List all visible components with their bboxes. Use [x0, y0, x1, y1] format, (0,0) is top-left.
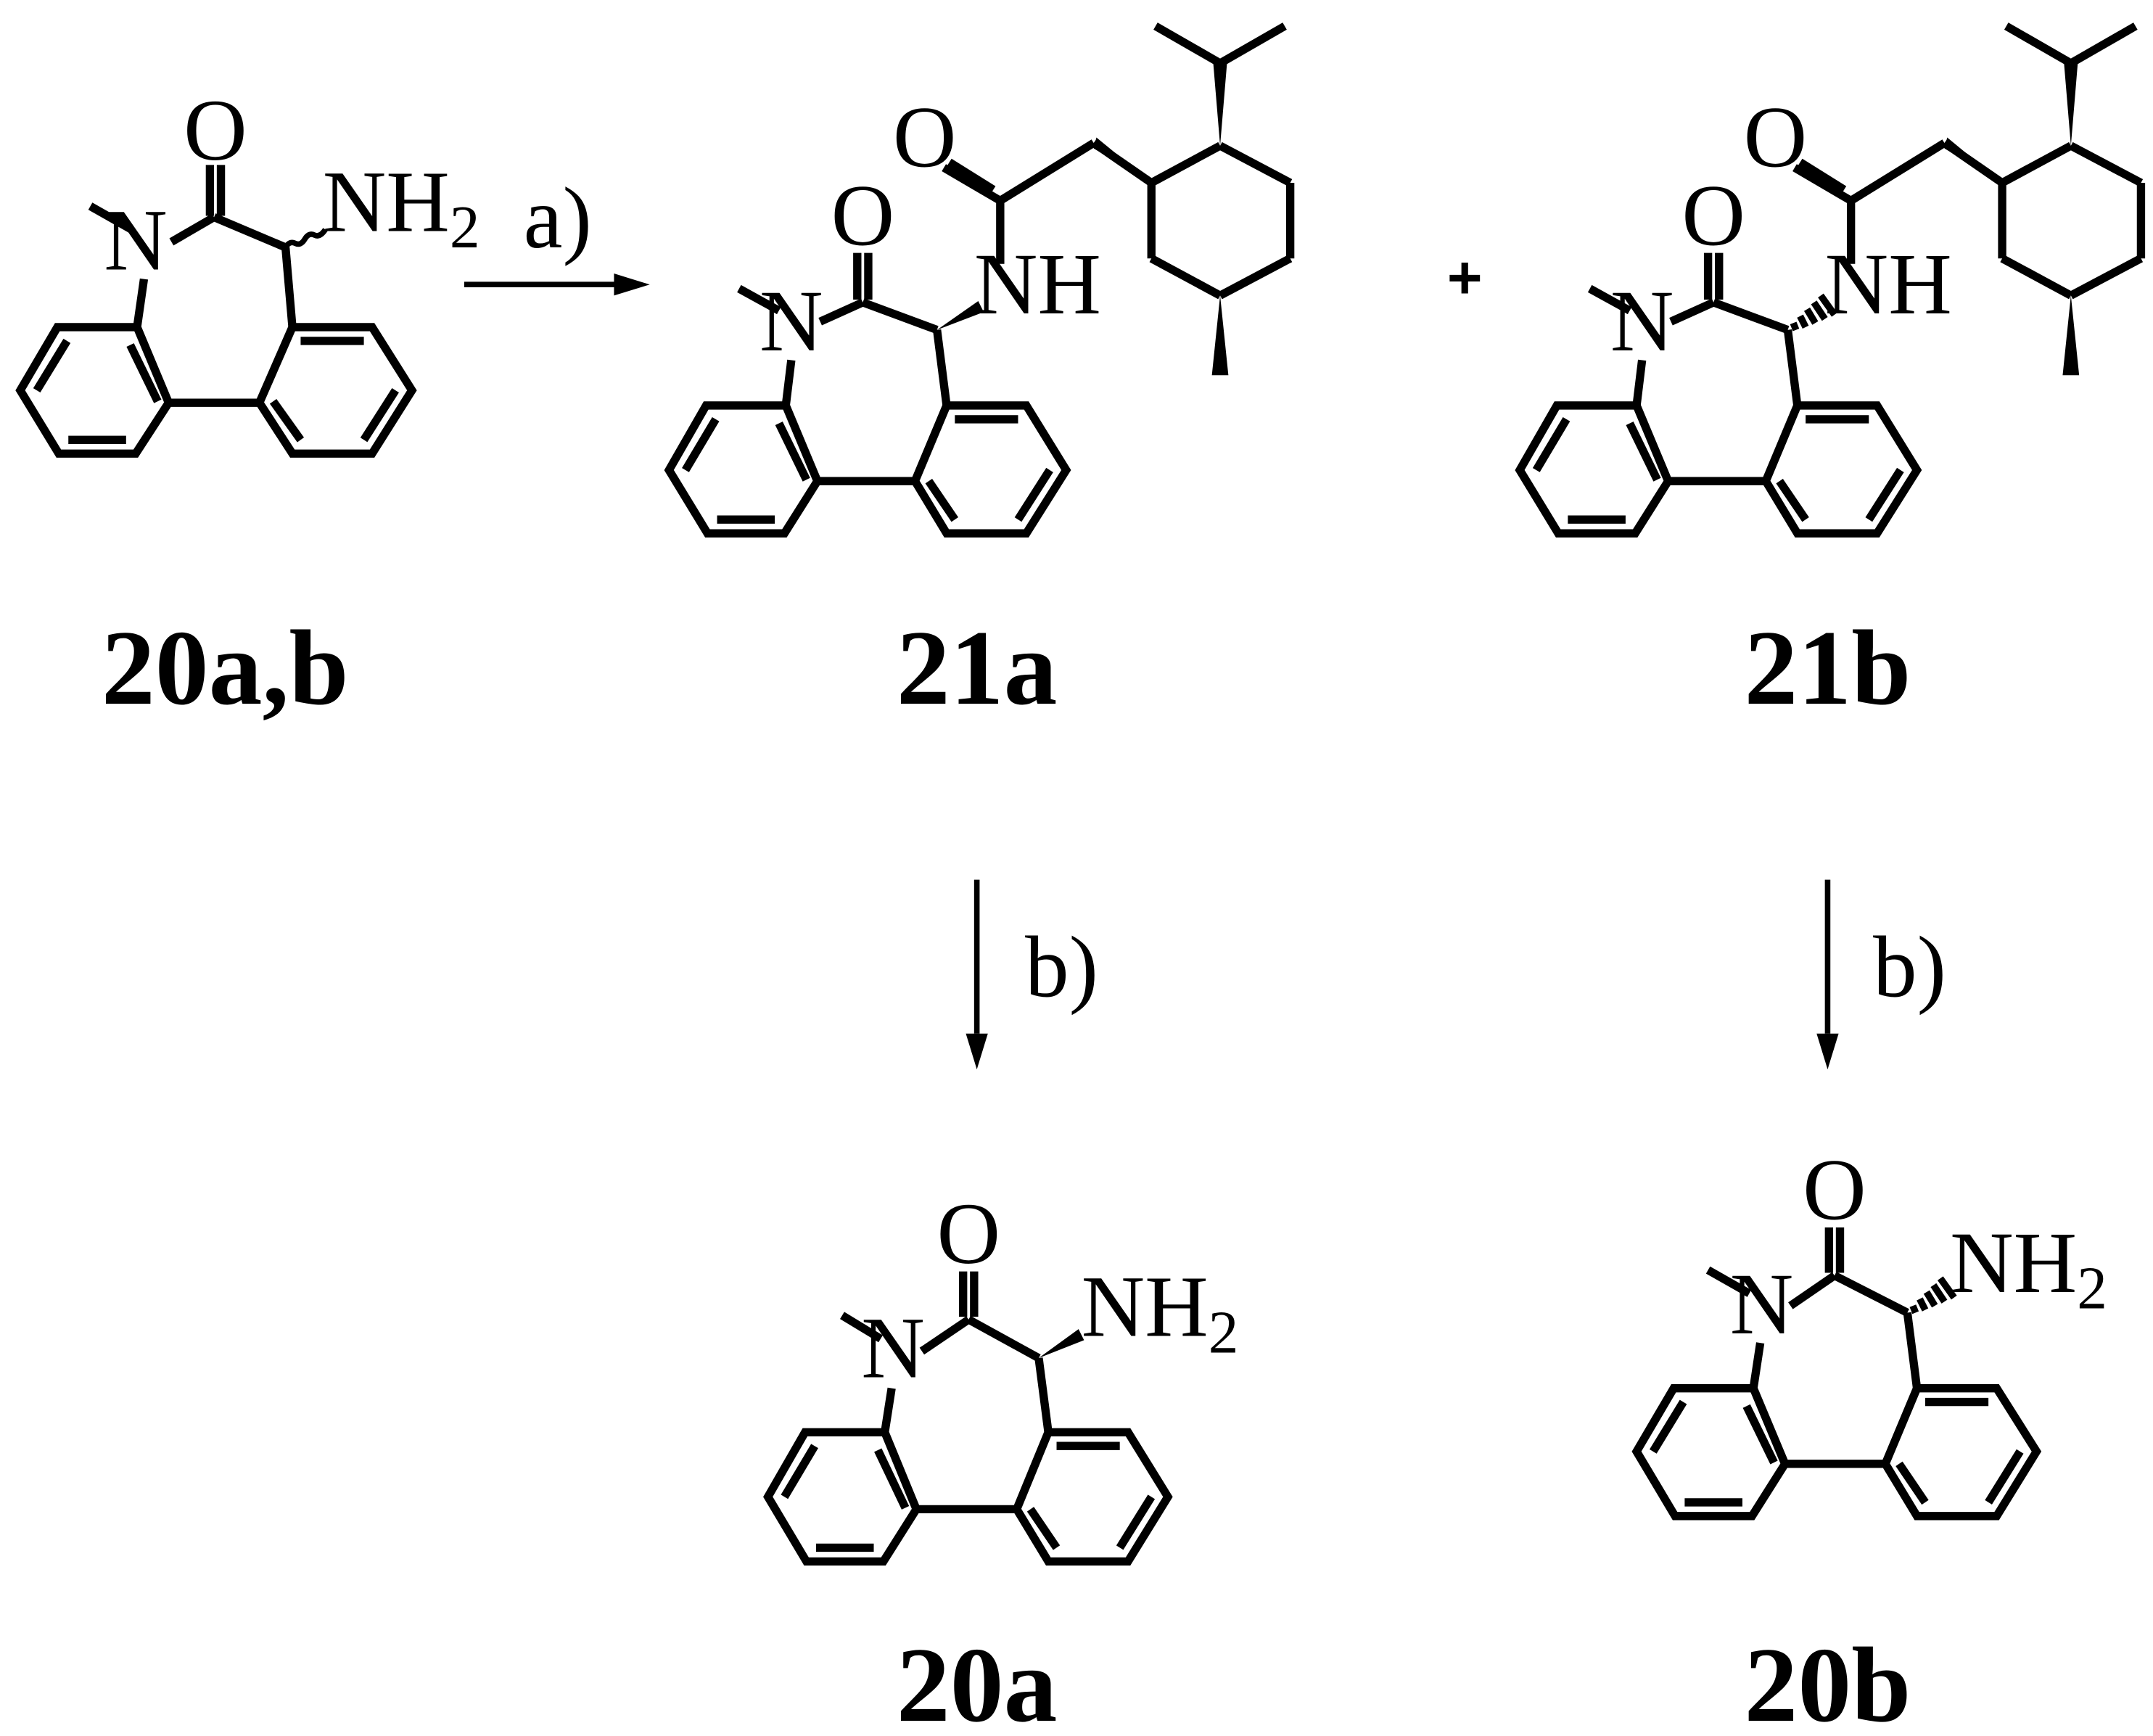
reaction-arrow-a: a)	[464, 170, 650, 296]
condition-b-label: b)	[1025, 919, 1098, 1016]
condition-b-label: b)	[1873, 919, 1946, 1016]
oxygen-label: O	[893, 89, 957, 186]
amine-label: NH2	[1082, 1259, 1239, 1367]
oxygen-label: O	[1744, 89, 1808, 186]
nitrogen-label: N	[1610, 273, 1674, 370]
compound-label-20a: 20a	[897, 1625, 1058, 1736]
compound-label-21a: 21a	[897, 608, 1058, 727]
molecule-20b: N O NH2	[1631, 1142, 2107, 1521]
compound-label-20b: 20b	[1744, 1625, 1911, 1736]
amide-nh-label: NH	[974, 236, 1101, 333]
oxygen-label: O	[1803, 1142, 1866, 1239]
plus-sign: +	[1447, 244, 1483, 311]
reaction-arrow-b-left: b)	[966, 879, 1098, 1070]
molecule-20a: N O NH2	[763, 1185, 1239, 1566]
compound-label-21b: 21b	[1744, 608, 1911, 727]
nitrogen-label: N	[1730, 1256, 1794, 1353]
oxygen-label: O	[936, 1185, 1000, 1283]
molecule-20ab: N O NH2	[15, 82, 480, 458]
oxygen-label: O	[1681, 167, 1745, 264]
oxygen-label: O	[831, 167, 895, 264]
molecule-21a: N O O NH	[664, 22, 1295, 538]
nitrogen-label: N	[104, 192, 168, 289]
nitrogen-label: N	[861, 1299, 925, 1396]
nitrogen-label: N	[759, 273, 823, 370]
amine-label: NH2	[1950, 1214, 2107, 1322]
reaction-arrow-b-right: b)	[1816, 879, 1946, 1070]
amine-label: NH2	[323, 153, 480, 261]
compound-label-20ab: 20a,b	[102, 608, 349, 727]
condition-a-label: a)	[524, 170, 592, 267]
oxygen-label: O	[184, 82, 247, 179]
molecule-21b: N O O NH	[1515, 22, 2146, 538]
amide-nh-label: NH	[1825, 236, 1952, 333]
